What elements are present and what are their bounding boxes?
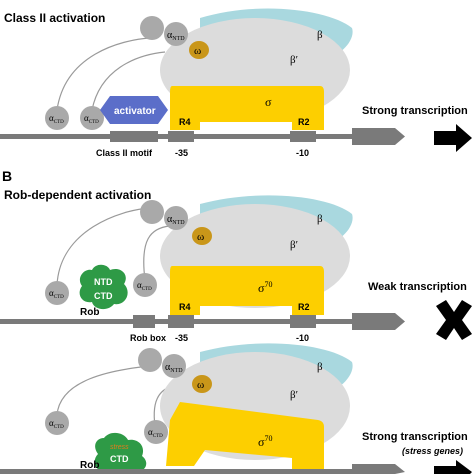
dna-box xyxy=(110,131,158,142)
beta-prime-label: β′ xyxy=(290,389,298,401)
alpha-linker xyxy=(143,225,171,281)
dna-box xyxy=(168,315,194,328)
alpha-ctd-circle xyxy=(45,411,69,435)
panel-b-title: Rob-dependent activation xyxy=(4,188,151,202)
omega-subunit xyxy=(192,375,212,393)
cross-icon xyxy=(436,300,472,340)
sigma-label: σ70 xyxy=(258,280,272,295)
outcome-note: (stress genes) xyxy=(402,446,463,456)
rob-protein xyxy=(79,264,128,310)
alpha-ntd-circle xyxy=(140,200,164,224)
alpha-ctd-label: αCTD xyxy=(49,113,64,125)
beta-label: β xyxy=(317,361,323,373)
dna-arrowhead xyxy=(352,128,405,145)
panel-a: Class II activation αNTD ω β β′ σ R4 R2 … xyxy=(0,8,472,158)
outcome-label: Strong transcription xyxy=(362,431,468,443)
rob-ctd-label: CTD xyxy=(110,454,129,464)
r2-label: R2 xyxy=(298,302,310,312)
sigma-factor xyxy=(170,266,324,315)
class-ii-motif-label: Class II motif xyxy=(96,148,153,158)
minus35-label: -35 xyxy=(175,148,188,158)
alpha-ctd-circle xyxy=(144,420,168,444)
alpha-ntd-label: αNTD xyxy=(167,30,185,42)
alpha-ntd-label: αNTD xyxy=(165,362,183,374)
alpha-ctd-label: αCTD xyxy=(137,280,152,292)
alpha-ntd-label: αNTD xyxy=(167,214,185,226)
rob-ntd-label: NTD xyxy=(94,277,113,287)
stress-label: stress xyxy=(110,444,129,451)
dna-arrowhead xyxy=(352,313,405,330)
rob-ctd-label: CTD xyxy=(94,291,113,301)
beta-prime-label: β′ xyxy=(290,239,298,251)
dna-box xyxy=(290,315,316,328)
activator-protein xyxy=(100,96,168,124)
rob-label: Rob xyxy=(80,307,99,318)
omega-subunit xyxy=(189,41,209,59)
sigma-label: σ70 xyxy=(258,434,272,449)
minus10-label: -10 xyxy=(296,148,309,158)
dna-box xyxy=(168,131,194,142)
omega-label: ω xyxy=(197,231,204,243)
panel-b: B Rob-dependent activation αNTD ω β β′ σ… xyxy=(0,168,472,343)
right-arrow-icon xyxy=(434,460,472,474)
omega-subunit xyxy=(192,227,212,245)
sigma-factor xyxy=(166,402,324,470)
panel-c: αNTD ω β β′ σ70 αCTD αCTD stress CTD Rob… xyxy=(0,343,472,474)
alpha-ctd-circle xyxy=(45,106,69,130)
rob-label: Rob xyxy=(80,460,99,471)
panel-a-title: Class II activation xyxy=(4,11,105,25)
alpha-linker xyxy=(56,37,151,111)
panel-b-letter: B xyxy=(2,168,12,184)
r4-label: R4 xyxy=(179,117,191,127)
dna-strand xyxy=(0,469,352,474)
beta-prime-label: β′ xyxy=(290,54,298,66)
right-arrow-icon xyxy=(434,124,472,152)
dna-arrowhead xyxy=(352,464,405,474)
alpha-ctd-label: αCTD xyxy=(49,418,64,430)
alpha-ctd-label: αCTD xyxy=(84,113,99,125)
alpha-ctd-circle xyxy=(80,106,104,130)
activator-label: activator xyxy=(114,106,156,117)
sigma-factor xyxy=(170,86,324,130)
outcome-label: Weak transcription xyxy=(368,281,467,293)
rob-box-label: Rob box xyxy=(130,333,166,343)
beta-label: β xyxy=(317,29,323,41)
minus10-label: -10 xyxy=(296,333,309,343)
sigma-label: σ xyxy=(265,95,272,109)
alpha-ntd-circle xyxy=(138,348,162,372)
r2-label: R2 xyxy=(298,117,310,127)
alpha-linker xyxy=(91,51,166,111)
alpha-ntd-circle xyxy=(162,354,186,378)
r4-label: R4 xyxy=(179,302,191,312)
alpha-ntd-circle xyxy=(164,206,188,230)
alpha-ntd-circle xyxy=(164,22,188,46)
minus35-label: -35 xyxy=(175,333,188,343)
alpha-linker xyxy=(56,207,151,286)
alpha-ctd-circle xyxy=(133,273,157,297)
alpha-linker xyxy=(56,365,151,416)
alpha-ntd-circle xyxy=(140,16,164,40)
omega-label: ω xyxy=(194,45,201,57)
alpha-ctd-label: αCTD xyxy=(49,288,64,300)
beta-label: β xyxy=(317,213,323,225)
omega-label: ω xyxy=(197,379,204,391)
outcome-label: Strong transcription xyxy=(362,105,468,117)
dna-box xyxy=(133,315,155,328)
alpha-ctd-circle xyxy=(45,281,69,305)
alpha-ctd-label: αCTD xyxy=(148,427,163,439)
dna-box xyxy=(290,131,316,142)
rob-protein xyxy=(94,432,147,472)
